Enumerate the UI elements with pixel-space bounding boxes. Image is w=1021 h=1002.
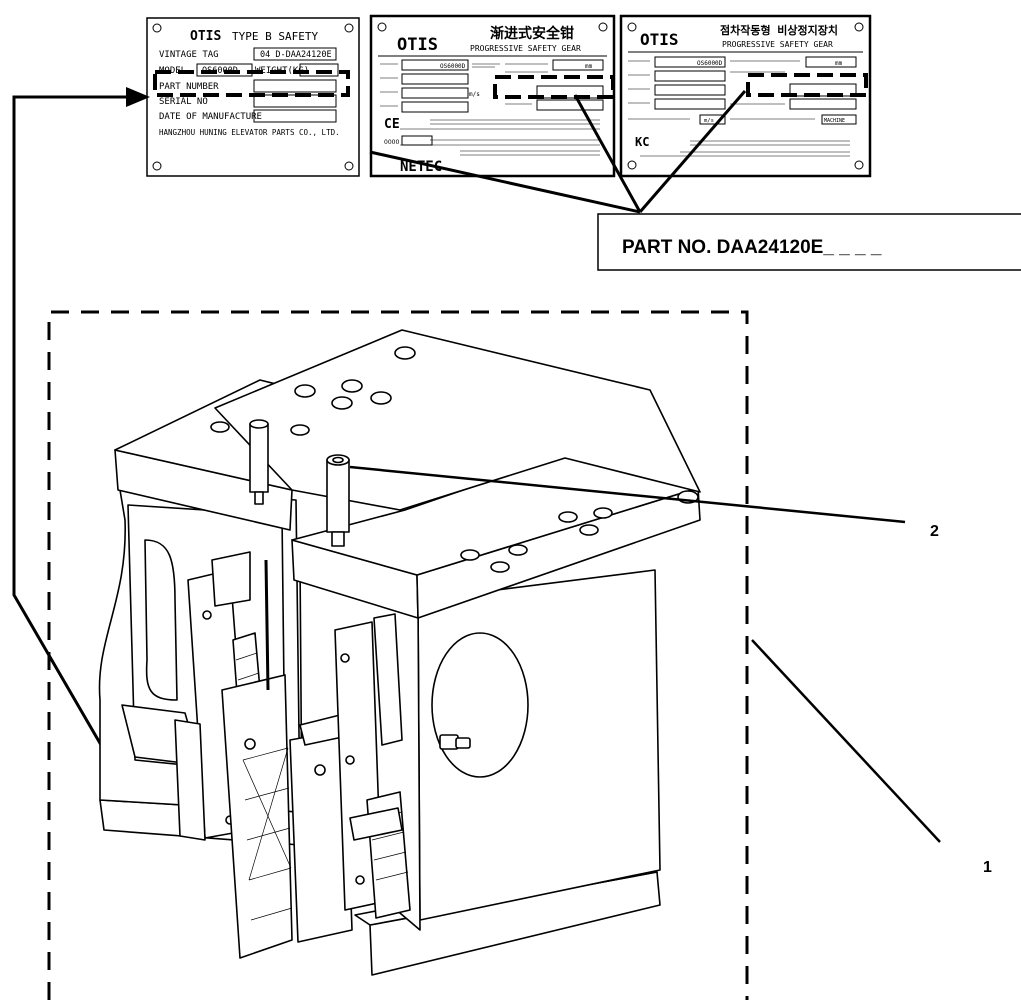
- plate-middle-model-value: OS6000D: [440, 63, 466, 70]
- plate-right-unit-mm: mm: [835, 60, 843, 67]
- plate-left-row-label: VINTAGE TAG: [159, 50, 219, 60]
- plate-middle-unit-mm: mm: [585, 63, 593, 70]
- plate-middle-netec: NETEC: [400, 159, 442, 175]
- plate-left-brand: OTIS: [190, 29, 221, 44]
- item-2-label: 2: [930, 523, 939, 540]
- plate-left-footer: HANGZHOU HUNING ELEVATOR PARTS CO., LTD.: [159, 128, 340, 137]
- nameplate-progressive-safety-gear-kr: OTIS 점차작동형 비상정지장치 PROGRESSIVE SAFETY GEA…: [619, 14, 872, 178]
- part-number-callout: PART NO. DAA24120E_ _ _ _: [369, 90, 1021, 271]
- nameplate-type-b-safety: OTIS TYPE B SAFETY VINTAGE TAG 04 D-DAA2…: [146, 17, 360, 177]
- plate-middle-title-cn: 渐进式安全钳: [490, 25, 574, 42]
- plate-middle-unit-ms: m/s: [469, 91, 480, 98]
- part-number-callout-text: PART NO. DAA24120E_ _ _ _: [622, 237, 882, 258]
- plate-right-brand: OTIS: [640, 30, 679, 49]
- plate-right-finish-value: MACHINE: [824, 118, 845, 124]
- plate-left-row-label: DATE OF MANUFACTURE: [159, 112, 262, 122]
- plate-right-title-en: PROGRESSIVE SAFETY GEAR: [722, 40, 833, 49]
- plate-left-row-label: PART NUMBER: [159, 82, 219, 92]
- plate-right-title-kr: 점차작동형 비상정지장치: [720, 23, 838, 37]
- assembly-boundary-dashed: [47, 310, 749, 1000]
- arrow-head-icon: [126, 87, 150, 107]
- plate-left-row-value: 04 D-DAA24120E: [260, 50, 332, 60]
- plate-left-row-label: MODEL: [159, 66, 186, 76]
- plate-location-arrow: [12, 87, 150, 758]
- plate-middle-brand: OTIS: [397, 35, 438, 55]
- safety-gear-assembly: [98, 329, 701, 976]
- plate-middle-title-en: PROGRESSIVE SAFETY GEAR: [470, 44, 581, 53]
- item-1-label: 1: [983, 859, 992, 876]
- plate-left-row-label: SERIAL NO: [159, 97, 208, 107]
- plate-middle-number: 0000: [384, 139, 399, 146]
- nameplate-progressive-safety-gear-cn: OTIS 渐进式安全钳 PROGRESSIVE SAFETY GEAR OS60…: [369, 14, 616, 178]
- item-2-callout: 2: [349, 465, 939, 540]
- plate-left-row-value: OS6000D: [202, 66, 238, 76]
- plate-left-title: TYPE B SAFETY: [232, 30, 318, 43]
- plate-middle-ce-mark: CE: [384, 117, 400, 132]
- plate-right-unit-ms: m/s: [704, 118, 714, 124]
- item-1-callout: 1: [751, 639, 992, 876]
- plate-right-model-value: OS6000D: [697, 60, 723, 67]
- plate-right-kc-mark: KC: [635, 135, 649, 149]
